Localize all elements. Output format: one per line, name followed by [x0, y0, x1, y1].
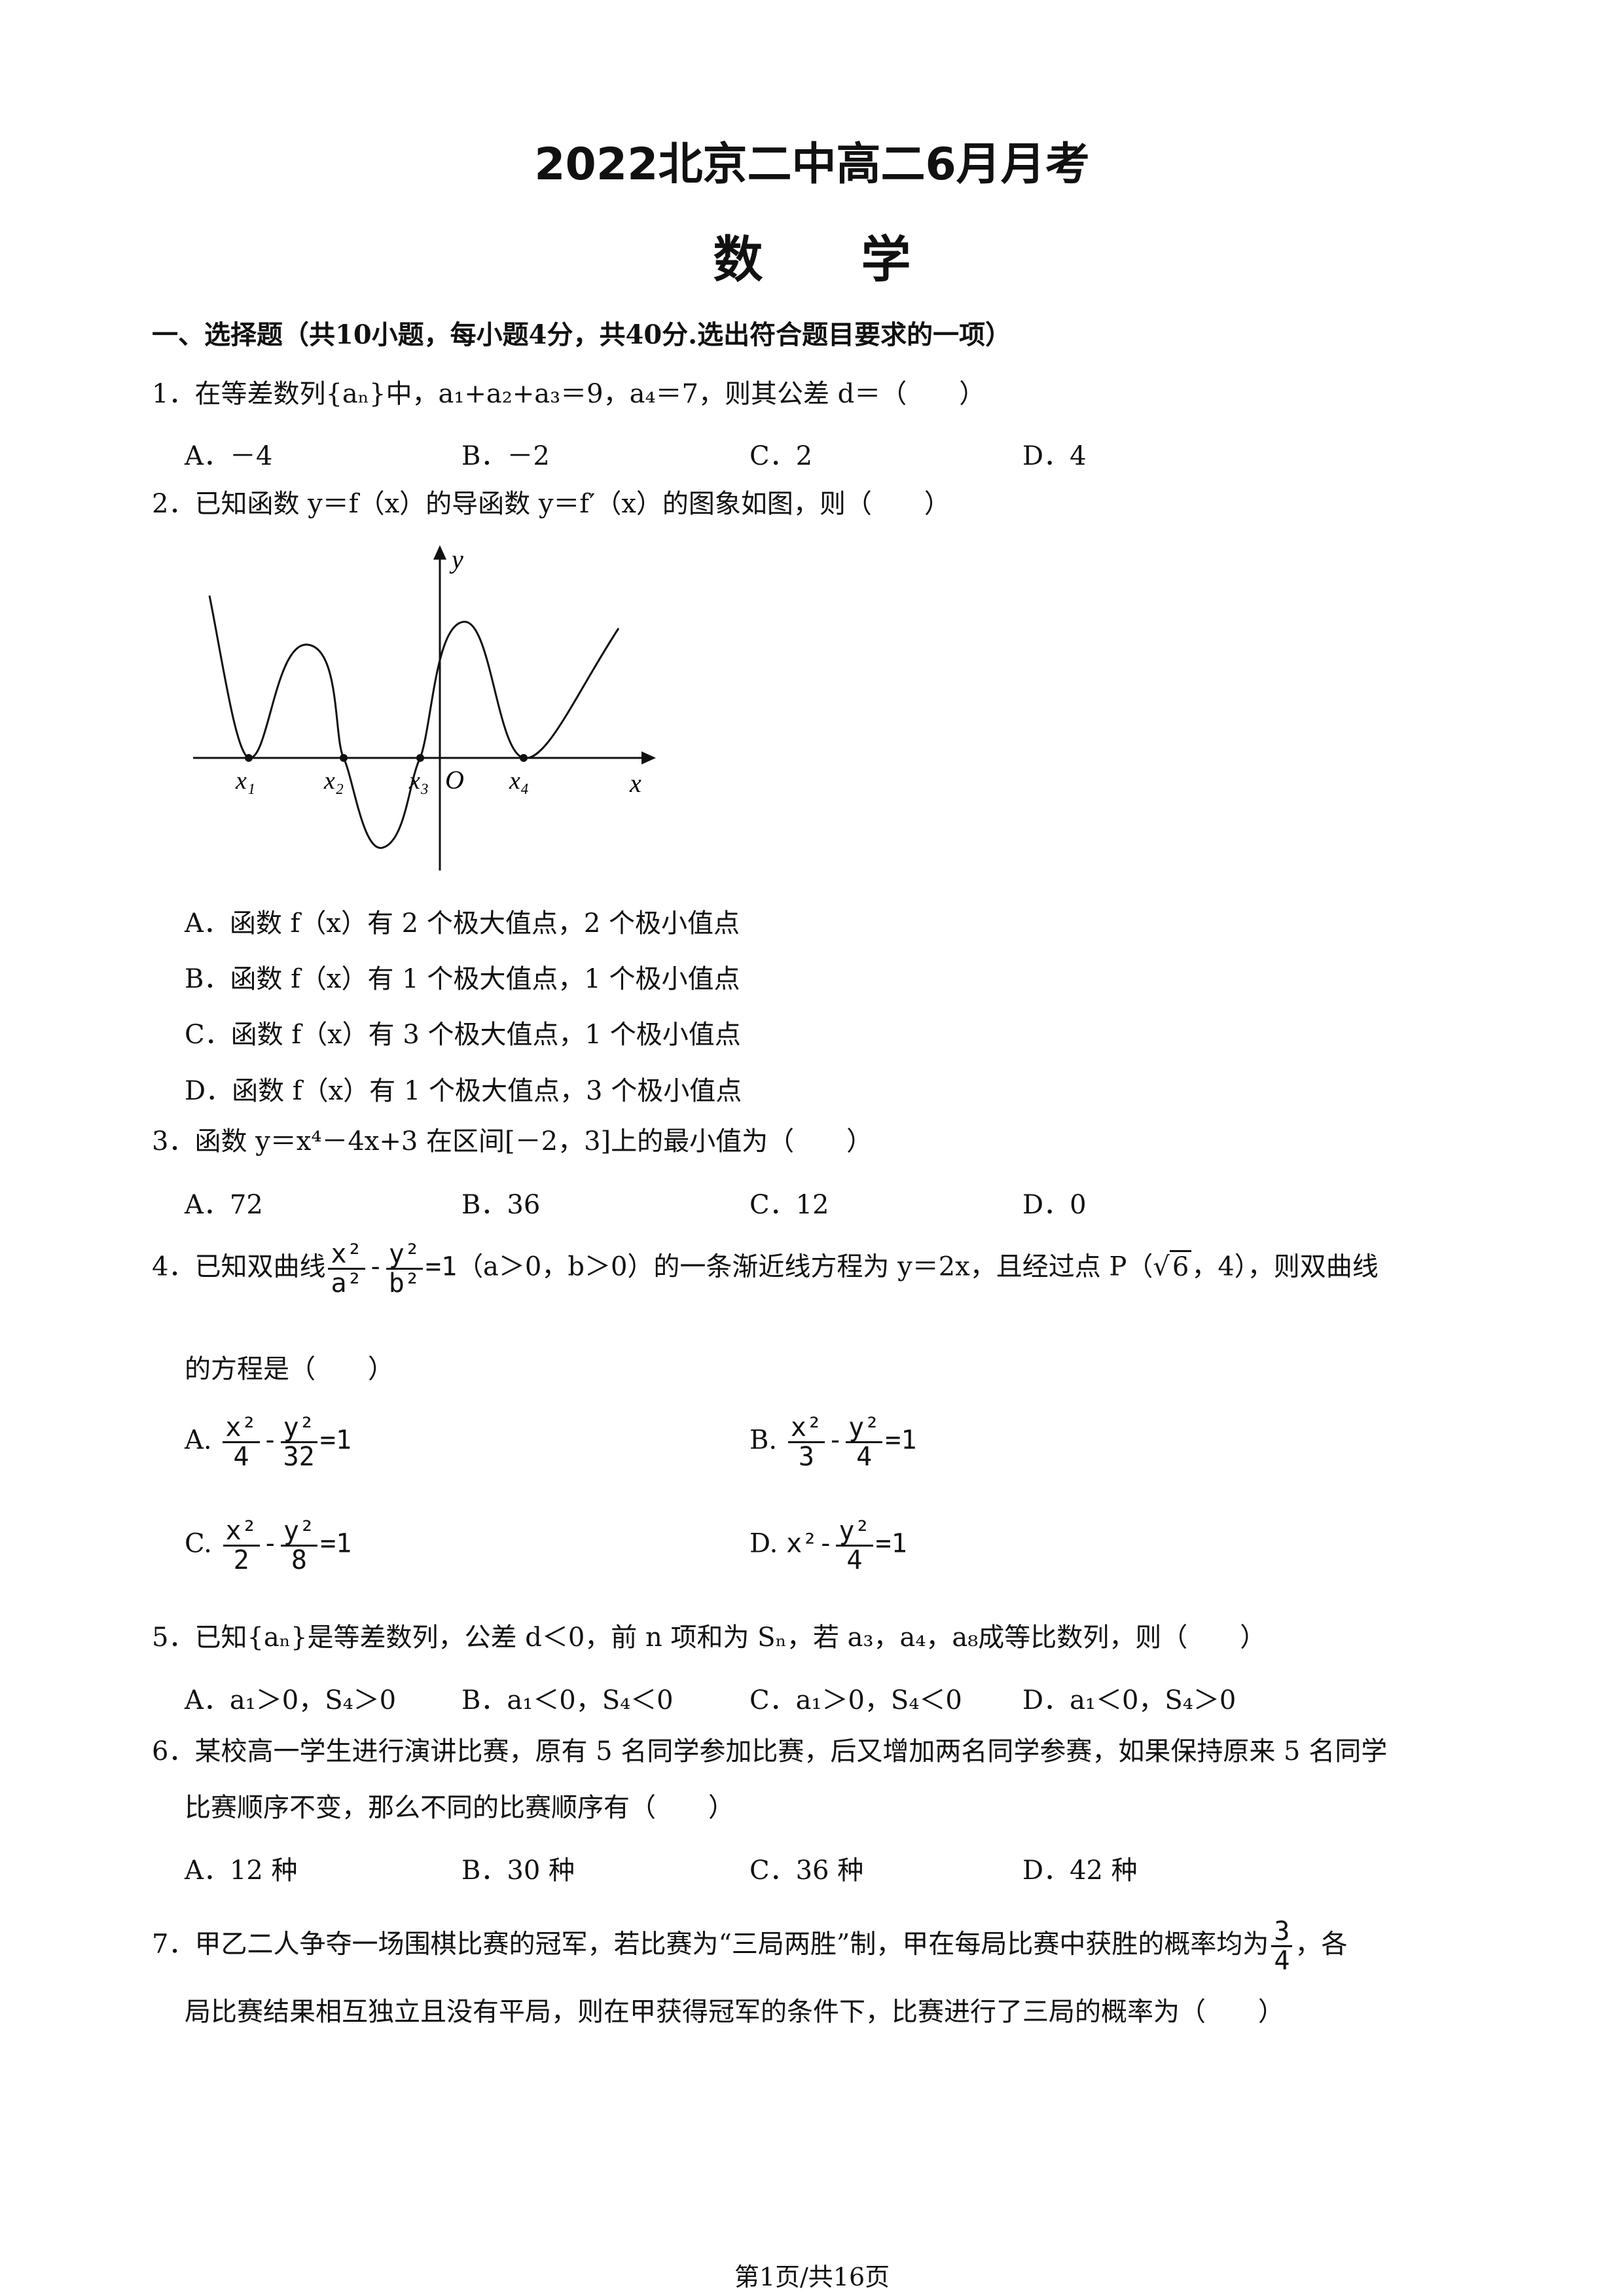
question-5-stem: 5．已知{aₙ}是等差数列，公差 d＜0，前 n 项和为 Sₙ，若 a₃，a₄，… [152, 1623, 1267, 1653]
label-x3: x₃ [408, 767, 429, 795]
q3-option-b: B．36 [461, 1190, 541, 1220]
question-3-stem: 3．函数 y＝x⁴－4x+3 在区间[－2，3]上的最小值为（ ） [152, 1126, 873, 1157]
q4-sqrt-value: 6 [1169, 1249, 1192, 1282]
q4-middle: （a＞0，b＞0）的一条渐近线方程为 y＝2x，且经过点 P（ [457, 1251, 1153, 1282]
q1-option-a: A．－4 [185, 441, 273, 471]
q3-option-c: C．12 [749, 1190, 829, 1220]
q2-option-a: A．函数 f（x）有 2 个极大值点，2 个极小值点 [185, 908, 740, 939]
question-6-line2: 比赛顺序不变，那么不同的比赛顺序有（ ） [185, 1793, 734, 1823]
point-x4 [520, 754, 528, 762]
question-1-stem: 1．在等差数列{aₙ}中，a₁+a₂+a₃＝9，a₄＝7，则其公差 d＝（ ） [152, 379, 986, 409]
label-origin: O [445, 765, 464, 795]
derivative-graph: y x x₁ x₂ x₃ O x₄ [193, 545, 656, 870]
x-axis-arrow-icon [641, 751, 656, 764]
y-axis-arrow-icon [433, 545, 446, 560]
q5-option-b: B．a₁＜0，S₄＜0 [461, 1685, 674, 1715]
q7-line1-post: ，各 [1295, 1929, 1348, 1960]
label-x4: x₄ [509, 767, 529, 795]
question-4-line2: 的方程是（ ） [185, 1354, 394, 1384]
q5-option-a: A．a₁＞0，S₄＞0 [185, 1685, 397, 1715]
point-x3 [416, 754, 424, 762]
section-heading: 一、选择题（共10小题，每小题4分，共40分.选出符合题目要求的一项） [152, 319, 1012, 350]
q3-option-a: A．72 [185, 1190, 263, 1220]
question-7-line2: 局比赛结果相互独立且没有平局，则在甲获得冠军的条件下，比赛进行了三局的概率为（ … [185, 1997, 1284, 2027]
q1-option-c: C．2 [749, 441, 813, 471]
q1-option-b: B．－2 [461, 441, 550, 471]
q3-option-d: D．0 [1022, 1190, 1087, 1220]
point-x1 [245, 754, 253, 762]
q6-option-a: A．12 种 [185, 1856, 298, 1886]
y-axis-label: y [449, 545, 463, 574]
q4-eq: =1 [425, 1251, 458, 1282]
q4-prefix: 4．已知双曲线 [152, 1251, 326, 1282]
q7-line1-pre: 7．甲乙二人争夺一场围棋比赛的冠军，若比赛为“三局两胜”制，甲在每局比赛中获胜的… [152, 1929, 1269, 1960]
derivative-curve [208, 595, 620, 849]
q6-option-d: D．42 种 [1022, 1856, 1138, 1886]
page-number: 第1页/共16页 [734, 2263, 890, 2291]
exam-title: 2022北京二中高二6月月考 [534, 139, 1090, 190]
point-x2 [340, 754, 348, 762]
q1-option-d: D．4 [1022, 441, 1087, 471]
x-axis-label: x [629, 768, 641, 798]
label-x2: x₂ [323, 767, 344, 795]
question-7-line1: 7．甲乙二人争夺一场围棋比赛的冠军，若比赛为“三局两胜”制，甲在每局比赛中获胜的… [152, 1918, 1347, 1975]
q2-option-d: D．函数 f（x）有 1 个极大值点，3 个极小值点 [185, 1076, 742, 1106]
subject-title: 数学 [713, 230, 1009, 289]
question-6-line1: 6．某校高一学生进行演讲比赛，原有 5 名同学参加比赛，后又增加两名同学参赛，如… [152, 1736, 1388, 1767]
q6-option-b: B．30 种 [461, 1856, 575, 1886]
q4-suffix: ，4），则双曲线 [1191, 1251, 1379, 1282]
question-2-stem: 2．已知函数 y＝f（x）的导函数 y＝f′（x）的图象如图，则（ ） [152, 489, 950, 519]
q2-option-c: C．函数 f（x）有 3 个极大值点，1 个极小值点 [185, 1020, 741, 1050]
q5-option-d: D．a₁＜0，S₄＞0 [1022, 1685, 1236, 1715]
q6-option-c: C．36 种 [749, 1856, 864, 1886]
q2-option-b: B．函数 f（x）有 1 个极大值点，1 个极小值点 [185, 964, 740, 994]
label-x1: x₁ [235, 767, 255, 795]
q5-option-c: C．a₁＞0，S₄＜0 [749, 1685, 962, 1715]
